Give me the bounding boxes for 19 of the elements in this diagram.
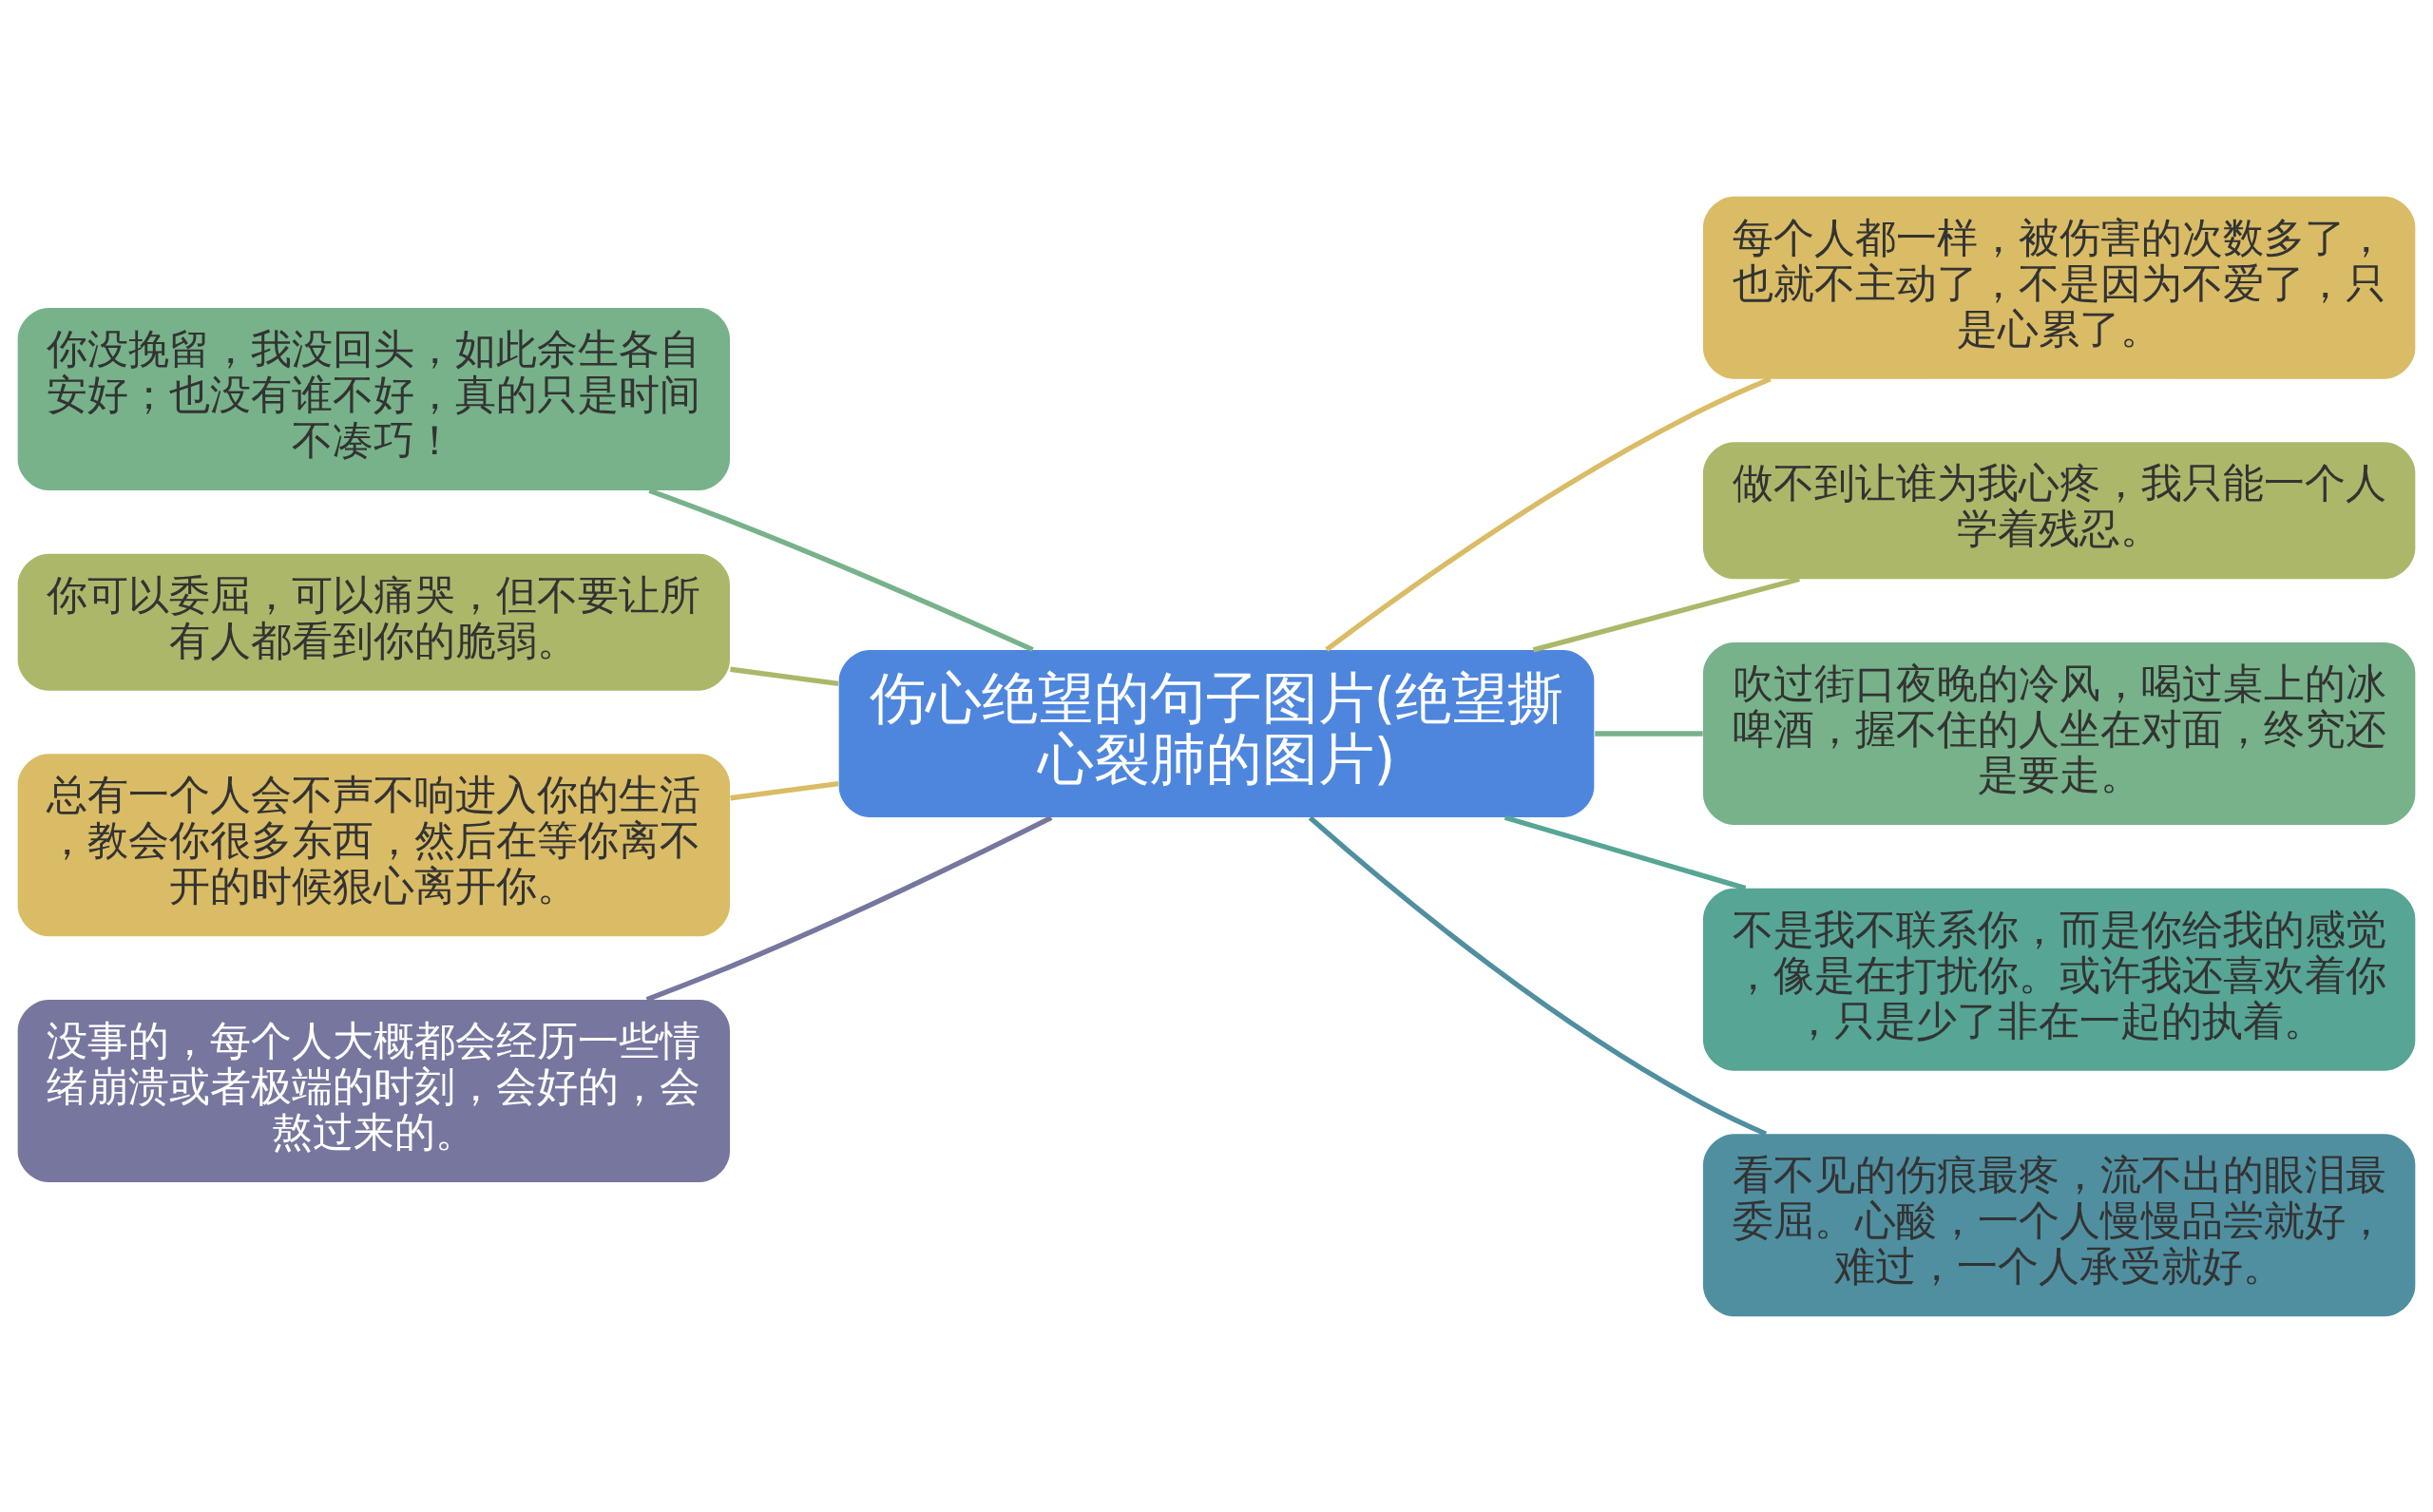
- connector: [1595, 730, 1703, 737]
- connector: [648, 488, 1034, 652]
- node-box: 没事的，每个人大概都会经历一些情绪崩溃或者极端的时刻，会好的，会熬过来的。: [17, 999, 730, 1182]
- connector: [1308, 815, 1768, 1137]
- connector: [730, 780, 839, 800]
- node-box: 你没挽留，我没回头，如此余生各自安好；也没有谁不好，真的只是时间不凑巧！: [17, 307, 730, 490]
- connector: [1532, 576, 1800, 653]
- node-box: 吹过街口夜晚的冷风，喝过桌上的冰啤酒，握不住的人坐在对面，终究还是要走。: [1703, 641, 2416, 825]
- node-box: 总有一个人会不声不响进入你的生活，教会你很多东西，然后在等你离不开的时候狠心离开你。: [17, 753, 730, 936]
- node-box: 不是我不联系你，而是你给我的感觉，像是在打扰你。或许我还喜欢着你，只是少了非在一起的执着。: [1703, 888, 2416, 1071]
- node-box: 做不到让谁为我心疼，我只能一个人学着残忍。: [1703, 441, 2416, 579]
- connector: [730, 666, 839, 686]
- node-box: 每个人都一样，被伤害的次数多了，也就不主动了，不是因为不爱了，只是心累了。: [1703, 196, 2416, 379]
- node-box: 伤心绝望的句子图片(绝望撕心裂肺的图片): [838, 649, 1595, 817]
- connector: [1504, 814, 1747, 890]
- node-box: 看不见的伤痕最疼，流不出的眼泪最委屈。心酸，一个人慢慢品尝就好，难过，一个人承受就好。: [1703, 1133, 2416, 1316]
- connector: [1325, 375, 1772, 652]
- node-box: 你可以委屈，可以痛哭，但不要让所有人都看到你的脆弱。: [17, 553, 730, 691]
- connector: [645, 814, 1053, 1002]
